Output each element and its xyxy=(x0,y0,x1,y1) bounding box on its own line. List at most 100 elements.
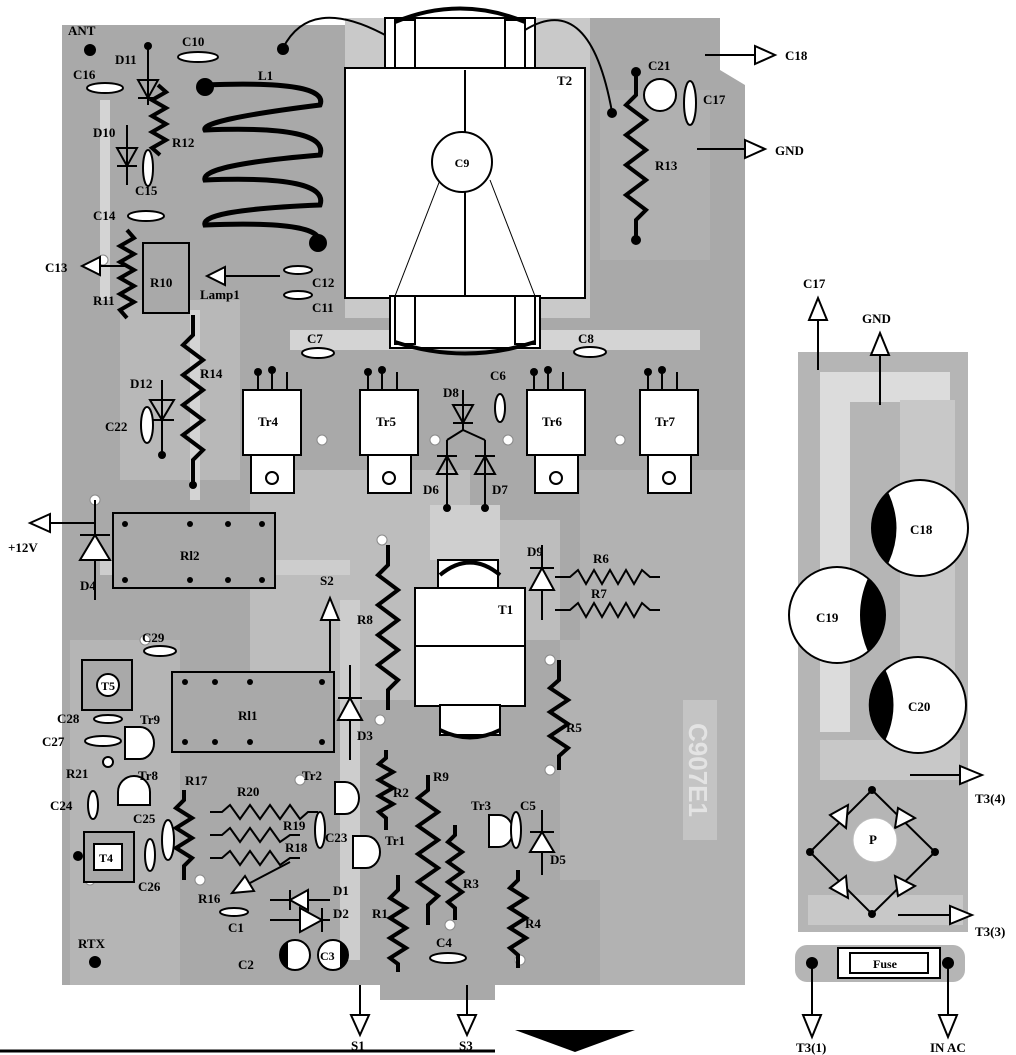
tr4: Tr4 xyxy=(242,366,302,494)
tr5: Tr5 xyxy=(359,366,419,494)
label-rl1: Rl1 xyxy=(238,708,258,723)
label-c18-arrow: C18 xyxy=(785,48,808,63)
label-c25: C25 xyxy=(133,811,156,826)
transformer-t2: C9 T2 xyxy=(282,6,613,356)
top-right-components: C21 C17 R13 C18 GND xyxy=(607,44,808,245)
label-r21: R21 xyxy=(66,766,88,781)
label-d10: D10 xyxy=(93,125,115,140)
label-r1: R1 xyxy=(372,906,388,921)
label-r17: R17 xyxy=(185,773,208,788)
label-c27: C27 xyxy=(42,734,65,749)
label-c26: C26 xyxy=(138,879,161,894)
label-c11: C11 xyxy=(312,300,334,315)
power-transistors: C7 C8 Tr4 Tr5 Tr6 xyxy=(242,331,699,512)
label-r3: R3 xyxy=(463,876,479,891)
label-r5: R5 xyxy=(566,720,582,735)
label-t4: T4 xyxy=(99,851,113,865)
label-tr3: Tr3 xyxy=(471,798,491,813)
label-c16: C16 xyxy=(73,67,96,82)
label-c13: C13 xyxy=(45,260,68,275)
label-c29: C29 xyxy=(142,630,165,645)
label-r20: R20 xyxy=(237,784,259,799)
label-c17: C17 xyxy=(703,92,726,107)
left-middle-components: R14 D12 C22 Rl2 D4 +12V xyxy=(8,315,276,600)
label-tr5: Tr5 xyxy=(376,414,396,429)
label-c7: C7 xyxy=(307,331,323,346)
label-c3: C3 xyxy=(320,949,335,963)
label-d7: D7 xyxy=(492,482,508,497)
lower-center-components: Tr2 C23 Tr1 R2 R9 Tr3 C5 D5 R3 R4 R1 xyxy=(78,750,566,1053)
label-tr6: Tr6 xyxy=(542,414,562,429)
label-tr4: Tr4 xyxy=(258,414,278,429)
board-marking: C907E1 xyxy=(683,700,717,840)
bridge-rectifier: P xyxy=(806,786,939,918)
label-c9: C9 xyxy=(455,156,470,170)
lower-left-components: C29 T5 C28 C27 Tr9 R21 Tr8 C24 C25 T4 C2… xyxy=(42,630,318,906)
label-c10: C10 xyxy=(182,34,204,49)
label-r10: R10 xyxy=(150,275,172,290)
label-r8: R8 xyxy=(357,612,373,627)
label-in-ac: IN AC xyxy=(930,1040,966,1055)
label-d5: D5 xyxy=(550,852,566,867)
label-d6: D6 xyxy=(423,482,439,497)
label-d8: D8 xyxy=(443,385,459,400)
label-s3: S3 xyxy=(459,1038,473,1053)
label-r9: R9 xyxy=(433,769,449,784)
tr6: Tr6 xyxy=(526,366,586,494)
label-t3-1: T3(1) xyxy=(796,1040,826,1055)
label-d4: D4 xyxy=(80,578,96,593)
label-d1: D1 xyxy=(333,883,349,898)
label-gnd-psu: GND xyxy=(862,311,891,326)
label-c22: C22 xyxy=(105,419,127,434)
power-supply-board: C17 GND C18 C19 C20 P T3(4) xyxy=(788,276,1005,1055)
label-plus12v: +12V xyxy=(8,540,38,555)
label-t1: T1 xyxy=(498,602,513,617)
label-r7: R7 xyxy=(591,586,607,601)
label-s1: S1 xyxy=(351,1038,365,1053)
tr7: Tr7 xyxy=(639,366,699,494)
label-r11: R11 xyxy=(93,293,115,308)
label-d11: D11 xyxy=(115,52,137,67)
label-r14: R14 xyxy=(200,366,223,381)
down-arrow-marker xyxy=(515,1030,635,1052)
label-tr8: Tr8 xyxy=(138,768,158,783)
label-r16: R16 xyxy=(198,891,221,906)
label-c14: C14 xyxy=(93,208,116,223)
label-r2: R2 xyxy=(393,785,409,800)
label-d12: D12 xyxy=(130,376,152,391)
label-c5: C5 xyxy=(520,798,536,813)
svg-text:C907E1: C907E1 xyxy=(683,723,713,817)
label-t3-3: T3(3) xyxy=(975,924,1005,939)
label-c24: C24 xyxy=(50,798,73,813)
label-t3-4: T3(4) xyxy=(975,791,1005,806)
label-c12: C12 xyxy=(312,275,334,290)
label-c2: C2 xyxy=(238,957,254,972)
label-t2: T2 xyxy=(557,73,572,88)
label-c15: C15 xyxy=(135,183,158,198)
label-c4: C4 xyxy=(436,935,452,950)
label-ant: ANT xyxy=(68,23,96,38)
coil-l1: L1 xyxy=(196,68,327,252)
label-t5: T5 xyxy=(101,679,115,693)
center-components: T1 D9 R6 R7 R8 R5 S2 Rl1 D3 xyxy=(171,544,660,770)
label-r18: R18 xyxy=(285,840,308,855)
label-tr9: Tr9 xyxy=(140,712,160,727)
label-c17-arrow: C17 xyxy=(803,276,826,291)
label-lamp1: Lamp1 xyxy=(200,287,240,302)
label-tr2: Tr2 xyxy=(302,768,322,783)
label-r13: R13 xyxy=(655,158,678,173)
label-c21: C21 xyxy=(648,58,670,73)
label-c6: C6 xyxy=(490,368,506,383)
label-rl2: Rl2 xyxy=(180,548,200,563)
label-c23: C23 xyxy=(325,830,348,845)
label-c8: C8 xyxy=(578,331,594,346)
label-c20: C20 xyxy=(908,699,930,714)
label-r19: R19 xyxy=(283,818,306,833)
label-p: P xyxy=(869,832,877,847)
label-r4: R4 xyxy=(525,916,541,931)
label-l1: L1 xyxy=(258,68,273,83)
label-rtx: RTX xyxy=(78,936,106,951)
label-gnd-top: GND xyxy=(775,143,804,158)
top-left-components: ANT C10 C16 D11 R12 D10 C15 C14 C13 R11 xyxy=(45,23,334,320)
